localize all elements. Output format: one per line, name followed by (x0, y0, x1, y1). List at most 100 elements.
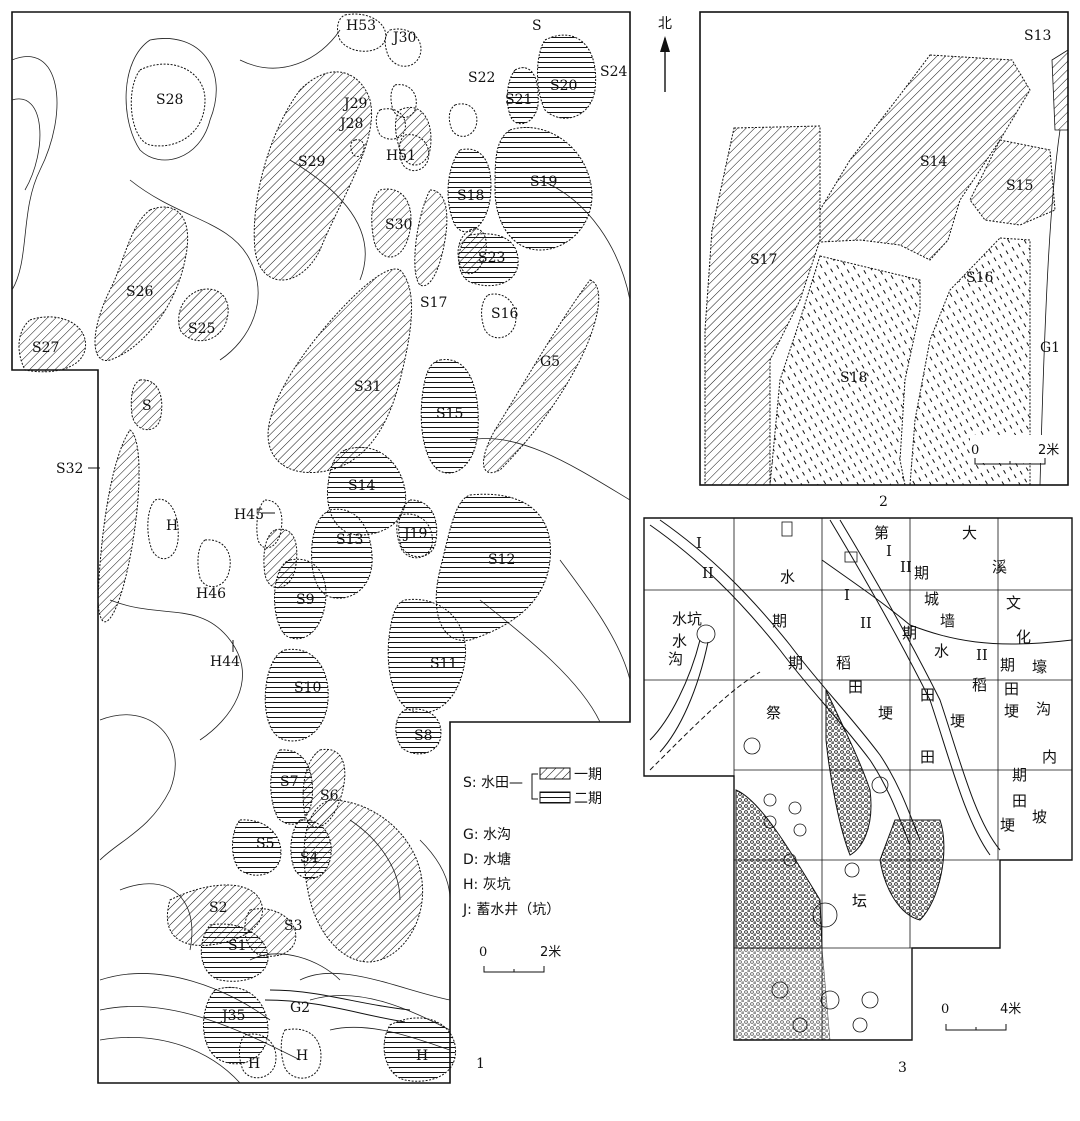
label-h45: H45 (234, 507, 264, 523)
field-s14 (819, 54, 1031, 261)
fig2-label-s17: S17 (750, 252, 777, 268)
fig2-label-s18: S18 (840, 370, 867, 386)
fig3-tian-r2: 田 (920, 748, 935, 766)
label-s13: S13 (336, 532, 363, 548)
label-h44: H44 (210, 654, 240, 670)
scale2-end: 2米 (1038, 443, 1059, 458)
fig3-first: 第 (874, 524, 889, 542)
label-s1: S1 (228, 938, 247, 954)
figure-2-number: 2 (879, 494, 888, 510)
label-s10: S10 (294, 680, 321, 696)
label-j30: J30 (391, 30, 416, 46)
label-s31: S31 (354, 379, 381, 395)
fig2-label-s13: S13 (1024, 28, 1051, 44)
fig3-ii-a: II (900, 558, 912, 576)
fig3-wen: 文 (1006, 594, 1021, 612)
fig3-po: 坡 (1032, 808, 1047, 826)
legend-d: D: 水塘 (463, 852, 511, 868)
label-s5: S5 (256, 836, 275, 852)
label-g5: G5 (540, 354, 560, 370)
pebble-strip-bottom (735, 947, 831, 1041)
scale3-end: 4米 (1000, 1002, 1021, 1017)
label-s9: S9 (296, 592, 315, 608)
fig3-tian-r3: 田 (1004, 680, 1019, 698)
label-s22: S22 (468, 70, 495, 86)
fig3-qi-r: 期 (1000, 656, 1015, 674)
fig3-ii-top: II (702, 564, 714, 582)
label-s20: S20 (550, 78, 577, 94)
legend-g: G: 水沟 (463, 827, 511, 843)
field-s17 (704, 125, 821, 486)
field-s13 (1051, 49, 1069, 131)
label-s18: S18 (457, 188, 484, 204)
label-h-c: H (416, 1048, 428, 1064)
scale2-zero: 0 (971, 443, 979, 458)
legend-phase2-swatch (539, 791, 571, 804)
label-g2: G2 (290, 1000, 310, 1016)
figure-1-plan: H53 J30 S S22 S21 S20 S24 S28 J29 J28 H5… (11, 11, 631, 1084)
fig3-tan: 坛 (852, 892, 867, 910)
fig3-ji: 祭 (766, 704, 781, 722)
label-j19: J19 (402, 526, 427, 542)
label-s12: S12 (488, 552, 515, 568)
label-s32: S32 (56, 461, 83, 477)
figure-2-scale-bar: 0 2米 (970, 435, 1060, 465)
scale1-end: 2米 (540, 945, 561, 960)
figure-2-plan: S13 S14 S15 S17 S16 G1 S18 0 2米 2 (699, 11, 1069, 510)
label-h53: H53 (346, 18, 376, 34)
label-s17: S17 (420, 295, 447, 311)
fig3-dao-r: 稻 (972, 676, 987, 694)
fig3-period: 期 (914, 564, 929, 582)
label-s16: S16 (491, 306, 518, 322)
pebble-strip-center (825, 689, 872, 856)
phase-2-fields (200, 34, 597, 1082)
legend-phase2-label: 二期 (574, 791, 602, 807)
label-s26: S26 (126, 284, 153, 300)
fig3-shui-top: 水 (780, 568, 795, 586)
fig3-geng-r2: 埂 (1004, 702, 1019, 720)
label-s2: S2 (209, 900, 228, 916)
field-s15 (969, 139, 1056, 226)
fig3-qi-l: 期 (788, 654, 803, 672)
fig3-wall: 墙 (940, 612, 955, 630)
label-s6: S6 (320, 788, 339, 804)
fig3-ii-r: II (976, 646, 988, 664)
fig3-gou-l: 沟 (668, 650, 683, 668)
fig2-label-g1: G1 (1040, 340, 1060, 356)
figure-3-plan: 第 I II 期 城 墙 大 溪 文 化 壕 沟 内 I II 水 期 水坑 水… (643, 517, 1073, 1076)
legend-phase1-label: 一期 (574, 767, 602, 783)
fig3-tian-r1: 田 (920, 686, 935, 704)
fig3-shui-c: 水 (934, 642, 949, 660)
fig3-da: 大 (962, 524, 977, 542)
label-s7: S7 (280, 774, 299, 790)
fig2-label-s16: S16 (966, 270, 993, 286)
fig3-tian-c: 田 (848, 678, 863, 696)
figure-1-labels: H53 J30 S S22 S21 S20 S24 S28 J29 J28 H5… (32, 18, 627, 1072)
fig3-ii-mid: II (860, 614, 872, 632)
figure-1-number: 1 (476, 1056, 485, 1072)
fig3-geng-c: 埂 (878, 704, 893, 722)
label-s21: S21 (505, 92, 532, 108)
label-h46: H46 (196, 586, 226, 602)
figure-3-pits (696, 521, 889, 1033)
label-h-a: H (248, 1056, 260, 1072)
label-h-mid: H (166, 518, 178, 534)
label-s27: S27 (32, 340, 59, 356)
label-s24: S24 (600, 64, 627, 80)
fig3-i-a: I (886, 542, 892, 560)
fig2-label-s15: S15 (1006, 178, 1033, 194)
label-s30: S30 (385, 217, 412, 233)
label-j29: J29 (342, 96, 367, 112)
fig3-xi: 溪 (992, 558, 1007, 576)
fig3-hao: 壕 (1032, 658, 1047, 676)
fig3-dao-c: 稻 (836, 654, 851, 672)
label-h51: H51 (386, 148, 416, 164)
north-arrow-icon (660, 36, 670, 52)
figure-3-scale-bar: 0 4米 (941, 1002, 1021, 1031)
label-s23: S23 (478, 250, 505, 266)
pebble-strip-right (879, 819, 945, 921)
fig3-geng-r3: 埂 (1000, 816, 1015, 834)
label-s15: S15 (436, 406, 463, 422)
fig3-qi-c: 期 (902, 624, 917, 642)
label-s28: S28 (156, 92, 183, 108)
